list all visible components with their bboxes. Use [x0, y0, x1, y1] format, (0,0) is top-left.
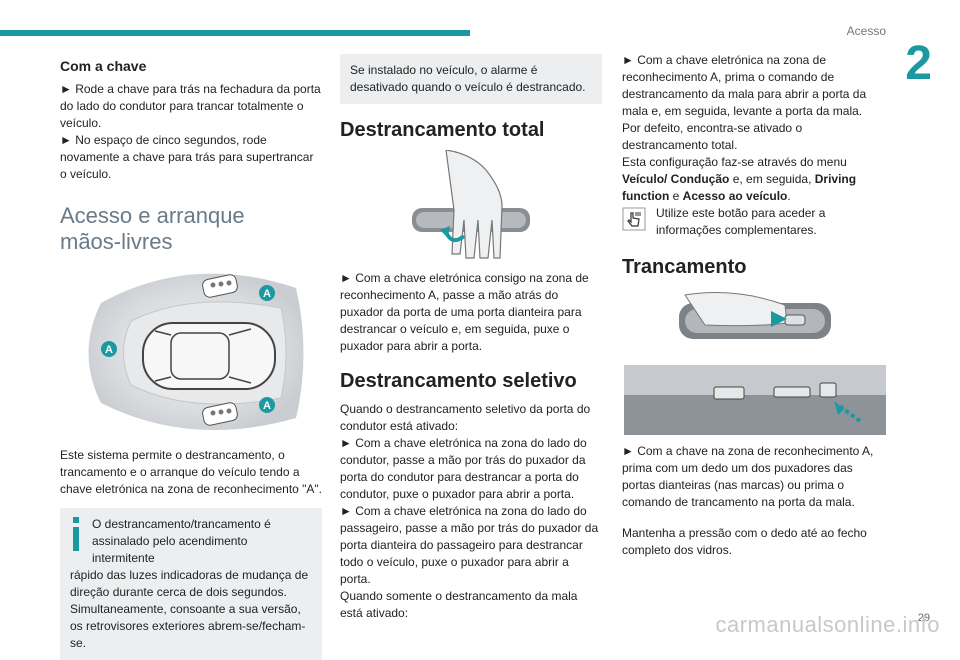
selective-trunk: Quando somente o destrancamento da mala …: [340, 589, 578, 620]
svg-text:A: A: [105, 344, 113, 356]
touch-screen-icon: [622, 207, 646, 231]
key-fob-icon: [202, 274, 238, 298]
tailgate-switch-illustration: [624, 365, 886, 435]
header-section-title: Acesso: [846, 24, 886, 38]
menu-acesso-ao-veiculo: Acesso ao veículo: [682, 189, 788, 203]
hold-text: Mantenha a pressão com o dedo até ao fec…: [622, 526, 867, 557]
lock-text: ► Com a chave na zona de reconhecimento …: [622, 444, 874, 509]
intro-text: Este sistema permite o destrancamento, o…: [60, 448, 323, 496]
key-step-2: ► No espaço de cinco segundos, rode nova…: [60, 133, 314, 181]
section-title-line2: mãos-livres: [60, 229, 173, 254]
alarm-note: Se instalado no veículo, o alarme é desa…: [350, 63, 586, 94]
chapter-number: 2: [905, 37, 932, 90]
tip-text: Utilize este botão para aceder a informa…: [656, 206, 826, 237]
menu-veiculo-conducao: Veículo/ Condução: [622, 172, 730, 186]
section-title-acesso: Acesso e arranque mãos-livres: [60, 203, 322, 255]
key-fob-icon: [202, 402, 238, 426]
default-text: Por defeito, encontra-se ativado o destr…: [622, 121, 803, 152]
heading-destrancamento-seletivo: Destrancamento seletivo: [340, 370, 577, 392]
zone-a-marker: A: [259, 397, 275, 413]
car-zone-illustration: A A A: [88, 273, 304, 430]
selective-step-1: ► Com a chave eletrónica na zona do lado…: [340, 436, 587, 501]
watermark: carmanualsonline.info: [715, 612, 940, 637]
door-handle-lock-illustration: [679, 292, 831, 339]
info-text-rest: rápido das luzes indicadoras de mudança …: [70, 568, 309, 650]
page-number: 29: [917, 612, 930, 624]
zone-a-marker: A: [259, 285, 275, 301]
column-middle: Se instalado no veículo, o alarme é desa…: [340, 52, 602, 622]
heading-trancamento: Trancamento: [622, 256, 747, 278]
car-top-view-icon: [142, 322, 276, 390]
total-text: ► Com a chave eletrónica consigo na zona…: [340, 271, 589, 353]
zone-a-marker: A: [101, 341, 117, 357]
trunk-text: ► Com a chave eletrónica na zona de reco…: [622, 53, 867, 118]
column-right: ► Com a chave eletrónica na zona de reco…: [622, 52, 888, 559]
selective-intro: Quando o destrancamento seletivo da port…: [340, 402, 591, 433]
heading-com-a-chave: Com a chave: [60, 58, 147, 74]
key-step-1: ► Rode a chave para trás na fechadura da…: [60, 82, 321, 130]
info-icon: [73, 517, 79, 551]
selective-step-2: ► Com a chave eletrónica na zona do lado…: [340, 504, 599, 586]
info-text-first: O destrancamento/trancamento é assinalad…: [92, 517, 271, 565]
svg-text:A: A: [263, 400, 271, 412]
config-text: Esta configuração faz-se através do menu…: [622, 155, 857, 203]
svg-text:A: A: [263, 288, 271, 300]
tip-line: Utilize este botão para aceder a informa…: [622, 205, 888, 239]
hand-door-handle-illustration: [412, 150, 530, 259]
column-left: Com a chave ► Rode a chave para trás na …: [60, 52, 322, 660]
menu-driving-function: Driving function: [622, 172, 857, 203]
section-title-line1: Acesso e arranque: [60, 203, 245, 228]
alarm-note-box: Se instalado no veículo, o alarme é desa…: [340, 54, 602, 104]
heading-destrancamento-total: Destrancamento total: [340, 119, 545, 141]
info-box: O destrancamento/trancamento é assinalad…: [60, 508, 322, 660]
top-accent-bar: [0, 30, 470, 36]
